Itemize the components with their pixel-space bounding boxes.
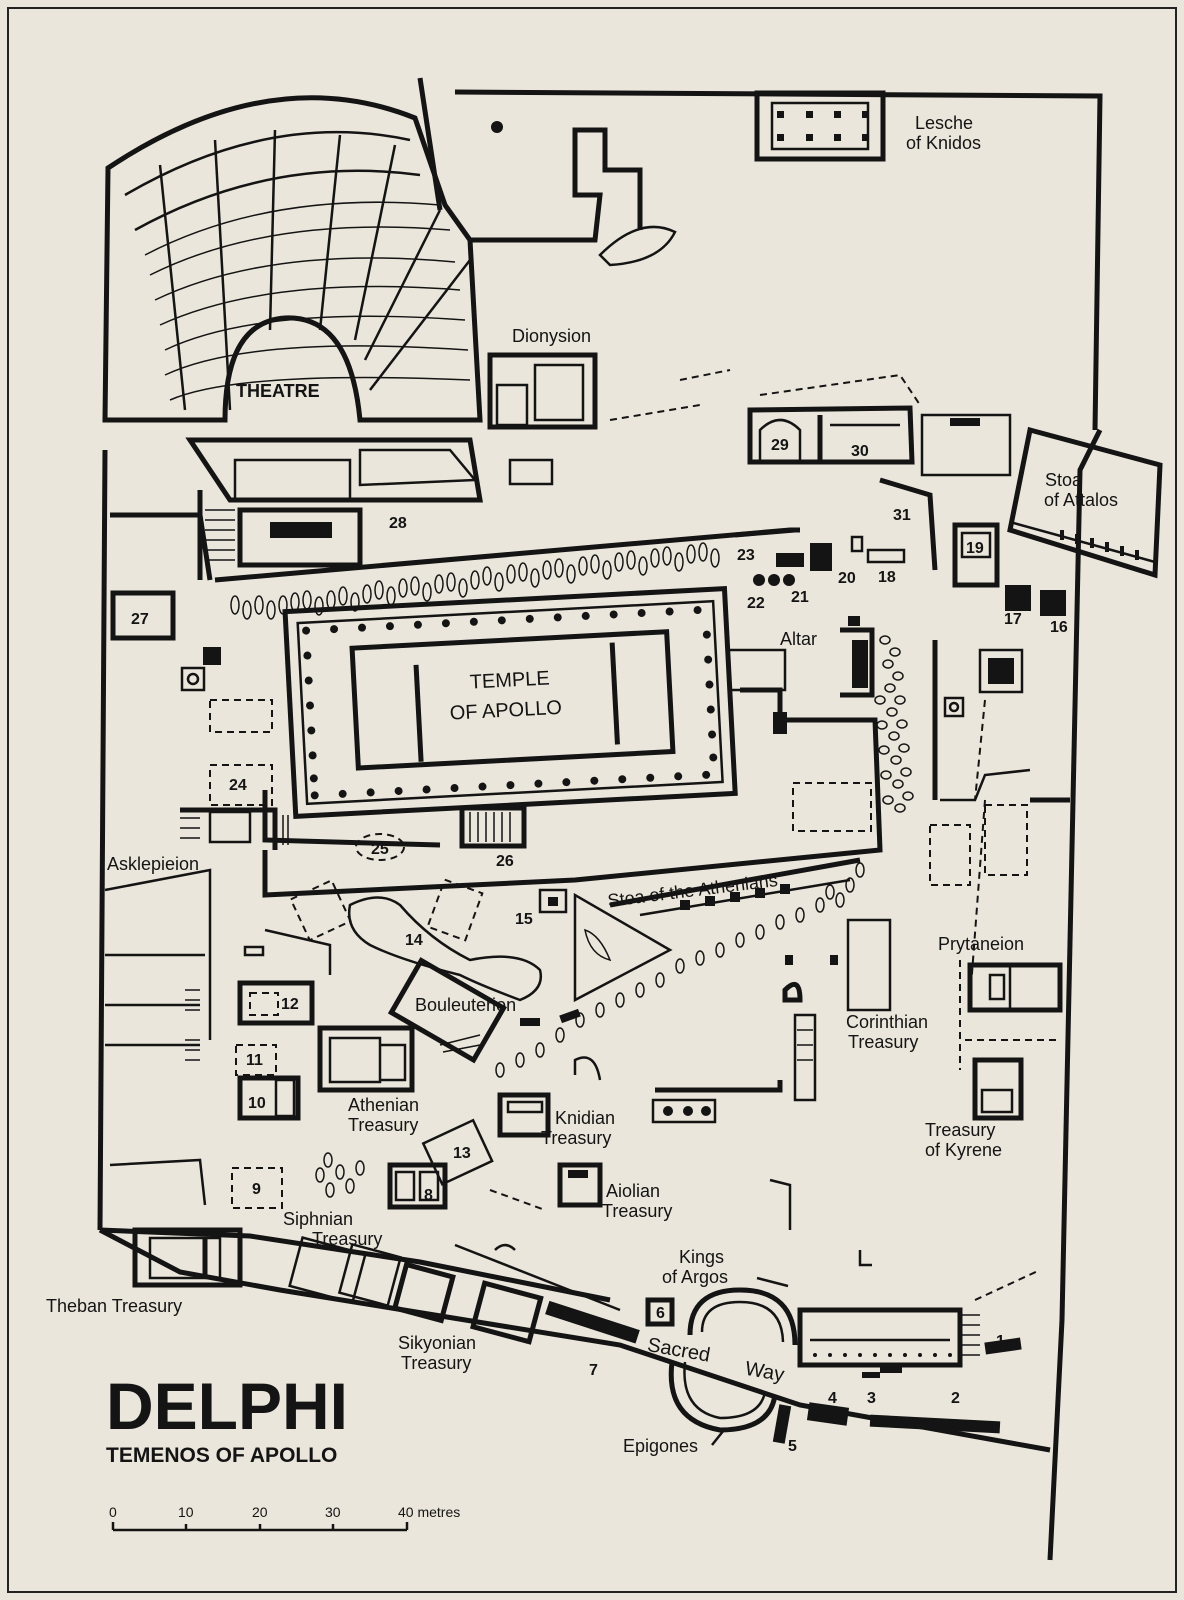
marker-22: 22 <box>747 595 765 612</box>
label-bouleuterion: Bouleuterion <box>415 995 516 1015</box>
east-structures <box>651 640 1070 1124</box>
label-knidian-line2: Treasury <box>541 1128 611 1148</box>
south-structures <box>132 1162 1041 1444</box>
marker-1: 1 <box>996 1333 1005 1350</box>
central-treasuries <box>317 957 602 1210</box>
marker-23: 23 <box>737 547 755 564</box>
label-aiolian-line1: Aiolian <box>606 1181 660 1201</box>
label-altar: Altar <box>780 629 817 649</box>
marker-6: 6 <box>656 1305 665 1322</box>
scale-tick-10: 10 <box>178 1504 194 1520</box>
label-knidian-line1: Knidian <box>555 1108 615 1128</box>
label-aiolian-line2: Treasury <box>602 1201 672 1221</box>
marker-11: 11 <box>246 1052 263 1069</box>
marker-4: 4 <box>828 1390 837 1407</box>
marker-7: 7 <box>589 1362 598 1379</box>
marker-15: 15 <box>515 911 533 928</box>
label-siphnian-line1: Siphnian <box>283 1209 353 1229</box>
map-subtitle: TEMENOS OF APOLLO <box>106 1444 337 1467</box>
marker-17: 17 <box>1004 611 1022 628</box>
label-way: Way <box>743 1358 785 1386</box>
marker-2: 2 <box>951 1390 960 1407</box>
marker-27: 27 <box>131 611 149 628</box>
stoa-of-attalos <box>952 426 1163 616</box>
label-sacred: Sacred <box>646 1334 712 1367</box>
label-theatre: THEATRE <box>236 381 320 401</box>
scale-tick-20: 20 <box>252 1504 268 1520</box>
marker-24: 24 <box>229 777 247 794</box>
marker-19: 19 <box>966 540 984 557</box>
marker-21: 21 <box>791 589 809 606</box>
label-stoa-attalos-line2: of Attalos <box>1044 490 1118 510</box>
kings-leader-line <box>756 1276 789 1288</box>
map-title: DELPHI <box>106 1369 348 1443</box>
label-stoa-attalos-line1: Stoa <box>1045 470 1083 490</box>
marker-26: 26 <box>496 853 514 870</box>
marker-25: 25 <box>371 841 389 858</box>
upper-terrace <box>110 437 554 692</box>
marker-13: 13 <box>453 1145 471 1162</box>
label-lesche-line1: Lesche <box>915 113 973 133</box>
north-structures <box>470 90 1012 571</box>
label-asklepieion: Asklepieion <box>107 854 199 874</box>
temple-colonnade <box>302 606 718 800</box>
map-frame <box>7 7 1177 1593</box>
marker-30: 30 <box>851 443 869 460</box>
label-epigones: Epigones <box>623 1436 698 1456</box>
label-corinthian-line1: Corinthian <box>846 1012 928 1032</box>
label-kings-line1: Kings <box>679 1247 724 1267</box>
marker-31: 31 <box>893 507 911 524</box>
label-prytaneion: Prytaneion <box>938 934 1024 954</box>
numbered-markers: 1 2 3 4 5 6 7 8 9 10 11 12 13 14 15 16 1… <box>131 437 1068 1455</box>
label-siphnian-line2: Treasury <box>312 1229 382 1249</box>
label-dionysion: Dionysion <box>512 326 591 346</box>
epigones-leader-line <box>711 1429 725 1446</box>
label-temple-line1: TEMPLE <box>469 667 550 693</box>
marker-8: 8 <box>424 1187 433 1204</box>
scale-tick-30: 30 <box>325 1504 341 1520</box>
marker-12: 12 <box>281 996 299 1013</box>
marker-10: 10 <box>248 1095 266 1112</box>
label-sikyonian-line1: Sikyonian <box>398 1333 476 1353</box>
marker-3: 3 <box>867 1390 876 1407</box>
marker-14: 14 <box>405 932 423 949</box>
marker-9: 9 <box>252 1181 261 1198</box>
label-lesche-line2: of Knidos <box>906 133 981 153</box>
marker-29: 29 <box>771 437 789 454</box>
stoa-of-athenians <box>538 857 861 1003</box>
title-block: DELPHI TEMENOS OF APOLLO <box>106 1369 348 1467</box>
offering-bases <box>230 542 914 1198</box>
label-athenian-line1: Athenian <box>348 1095 419 1115</box>
label-theban-treasury: Theban Treasury <box>46 1296 182 1316</box>
label-temple-line2: OF APOLLO <box>449 697 562 725</box>
theatre <box>102 95 483 423</box>
marker-5: 5 <box>788 1438 797 1455</box>
scale-tick-0: 0 <box>109 1504 117 1520</box>
label-corinthian-line2: Treasury <box>848 1032 918 1052</box>
label-athenian-line2: Treasury <box>348 1115 418 1135</box>
west-structures <box>104 699 543 1209</box>
marker-20: 20 <box>838 570 856 587</box>
marker-28: 28 <box>389 515 407 532</box>
label-kyrene-line1: Treasury <box>925 1120 995 1140</box>
label-kyrene-line2: of Kyrene <box>925 1140 1002 1160</box>
label-kings-line2: of Argos <box>662 1267 728 1287</box>
temple-of-apollo <box>214 527 1024 898</box>
scale-bar: 0 10 20 30 40 metres <box>109 1504 460 1532</box>
marker-16: 16 <box>1050 619 1068 636</box>
label-sikyonian-line2: Treasury <box>401 1353 471 1373</box>
scale-tick-40: 40 metres <box>398 1504 460 1520</box>
marker-18: 18 <box>878 569 896 586</box>
